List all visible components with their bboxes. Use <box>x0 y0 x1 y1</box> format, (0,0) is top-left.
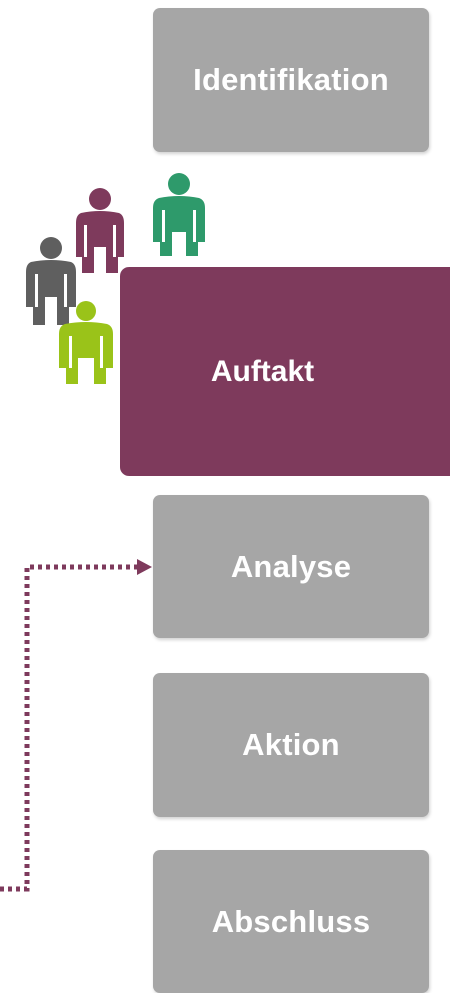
step-aktion-label: Aktion <box>242 727 340 762</box>
step-analyse-label: Analyse <box>230 548 352 584</box>
person-green-icon <box>153 173 205 256</box>
person-gray-icon <box>26 237 76 325</box>
step-abschluss[interactable]: Abschluss <box>153 850 429 993</box>
step-abschluss-label: Abschluss <box>211 903 371 939</box>
step-identifikation-label: Identifikation <box>193 62 389 97</box>
step-analyse[interactable]: Analyse <box>153 495 429 638</box>
step-auftakt-active[interactable]: Auftakt <box>120 267 450 476</box>
step-auftakt-label: Auftakt <box>210 354 315 388</box>
step-aktion[interactable]: Aktion <box>153 673 429 817</box>
step-identifikation[interactable]: Identifikation <box>153 8 429 152</box>
person-purple-icon <box>76 188 124 273</box>
person-lime-icon <box>59 301 113 384</box>
